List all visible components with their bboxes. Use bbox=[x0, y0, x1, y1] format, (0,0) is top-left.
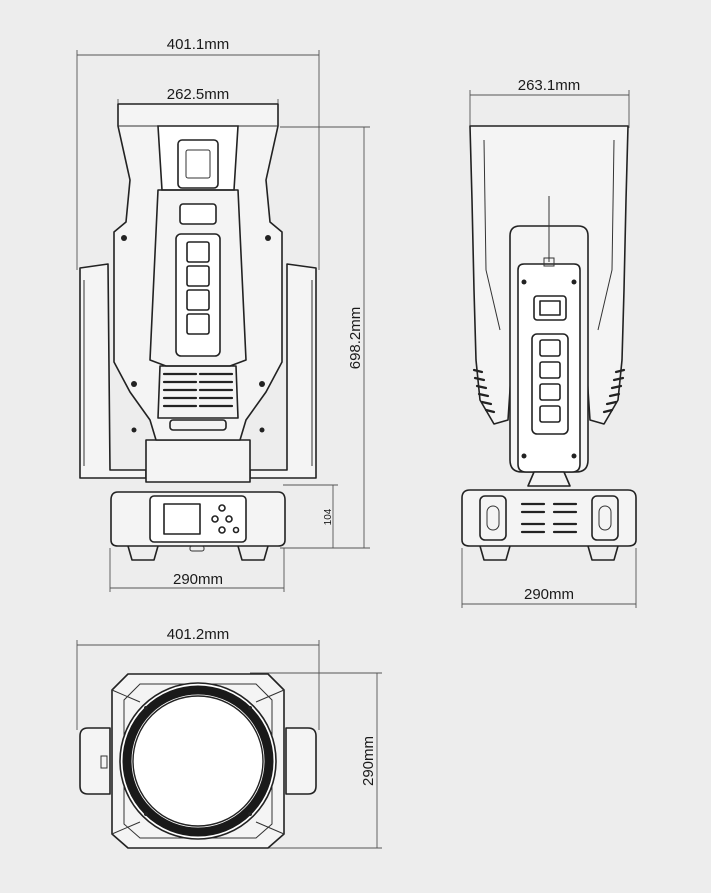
front-label-plate bbox=[179, 203, 217, 225]
top-depth-dimension: 290mm bbox=[250, 672, 382, 849]
top-yoke-right bbox=[285, 727, 317, 795]
front-base-width-label: 290mm bbox=[173, 571, 223, 588]
top-view: 401.2mm 290mm bbox=[76, 626, 382, 849]
front-cooling-vents bbox=[157, 365, 239, 419]
side-base-vents bbox=[520, 502, 578, 534]
height-dimension: 698.2mm bbox=[280, 126, 370, 549]
front-base-width-dimension: 290mm bbox=[109, 548, 285, 592]
top-lens bbox=[132, 695, 264, 827]
side-base-handle-right bbox=[591, 495, 619, 541]
height-label: 698.2mm bbox=[347, 307, 364, 370]
front-control-panel bbox=[149, 495, 247, 543]
front-width-dimension: 401.1mm bbox=[76, 36, 320, 270]
side-width-dimension: 263.1mm bbox=[469, 77, 630, 128]
side-right-fins bbox=[602, 368, 626, 414]
side-width-label: 263.1mm bbox=[518, 77, 581, 94]
top-lens-rim bbox=[122, 685, 274, 837]
side-base bbox=[461, 489, 637, 547]
front-display-screen bbox=[163, 503, 201, 535]
top-width-dimension: 401.2mm bbox=[76, 626, 320, 730]
top-width-label: 401.2mm bbox=[167, 626, 230, 643]
side-base-width-dimension: 290mm bbox=[461, 548, 637, 608]
front-button-column bbox=[175, 233, 221, 357]
front-neck bbox=[145, 439, 251, 483]
base-height-dimension: 104 bbox=[283, 484, 338, 548]
front-head-width-label: 262.5mm bbox=[167, 86, 230, 103]
front-top-handle bbox=[177, 139, 219, 189]
side-base-width-label: 290mm bbox=[524, 586, 574, 603]
side-base-handle-left bbox=[479, 495, 507, 541]
top-depth-label: 290mm bbox=[360, 736, 377, 786]
base-height-label: 104 bbox=[323, 508, 334, 525]
side-view: 263.1mm 290mm bbox=[461, 77, 637, 608]
front-width-label: 401.1mm bbox=[167, 36, 230, 53]
top-yoke-left bbox=[79, 727, 111, 795]
side-left-fins bbox=[472, 368, 496, 414]
front-view: 401.1mm 262.5mm 698.2mm 104 290mm bbox=[76, 36, 370, 592]
